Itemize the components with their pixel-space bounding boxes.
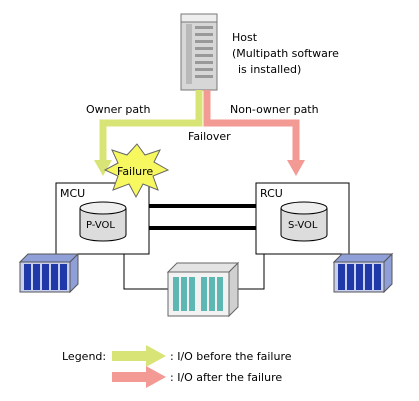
p-vol-label: P-VOL xyxy=(86,220,115,231)
right-storage-array-icon xyxy=(332,252,394,294)
owner-path-label: Owner path xyxy=(86,103,150,116)
mcu-label: MCU xyxy=(60,187,85,200)
failure-burst-icon xyxy=(103,143,170,199)
s-vol-cylinder xyxy=(280,201,328,242)
owner-path-arrow xyxy=(94,90,203,176)
remote-copy-links xyxy=(149,204,256,230)
legend-item-after: : I/O after the failure xyxy=(170,371,282,384)
legend-item-before: : I/O before the failure xyxy=(170,350,292,363)
p-vol-cylinder xyxy=(79,201,127,242)
legend-arrow-after xyxy=(112,366,166,388)
host-note-line1: (Multipath software xyxy=(232,47,339,60)
non-owner-path-arrow xyxy=(203,90,305,176)
legend-arrow-before xyxy=(112,345,166,367)
host-server-icon xyxy=(180,13,218,91)
failure-label: Failure xyxy=(117,165,153,178)
host-note-line2: is installed) xyxy=(238,63,301,76)
host-label: Host xyxy=(232,31,258,44)
failover-label: Failover xyxy=(188,130,231,143)
s-vol-label: S-VOL xyxy=(288,220,318,231)
left-storage-array-icon xyxy=(18,252,80,294)
center-switch-icon xyxy=(166,261,240,318)
rcu-label: RCU xyxy=(260,187,283,200)
non-owner-path-label: Non-owner path xyxy=(230,103,319,116)
legend-title: Legend: xyxy=(62,350,106,363)
